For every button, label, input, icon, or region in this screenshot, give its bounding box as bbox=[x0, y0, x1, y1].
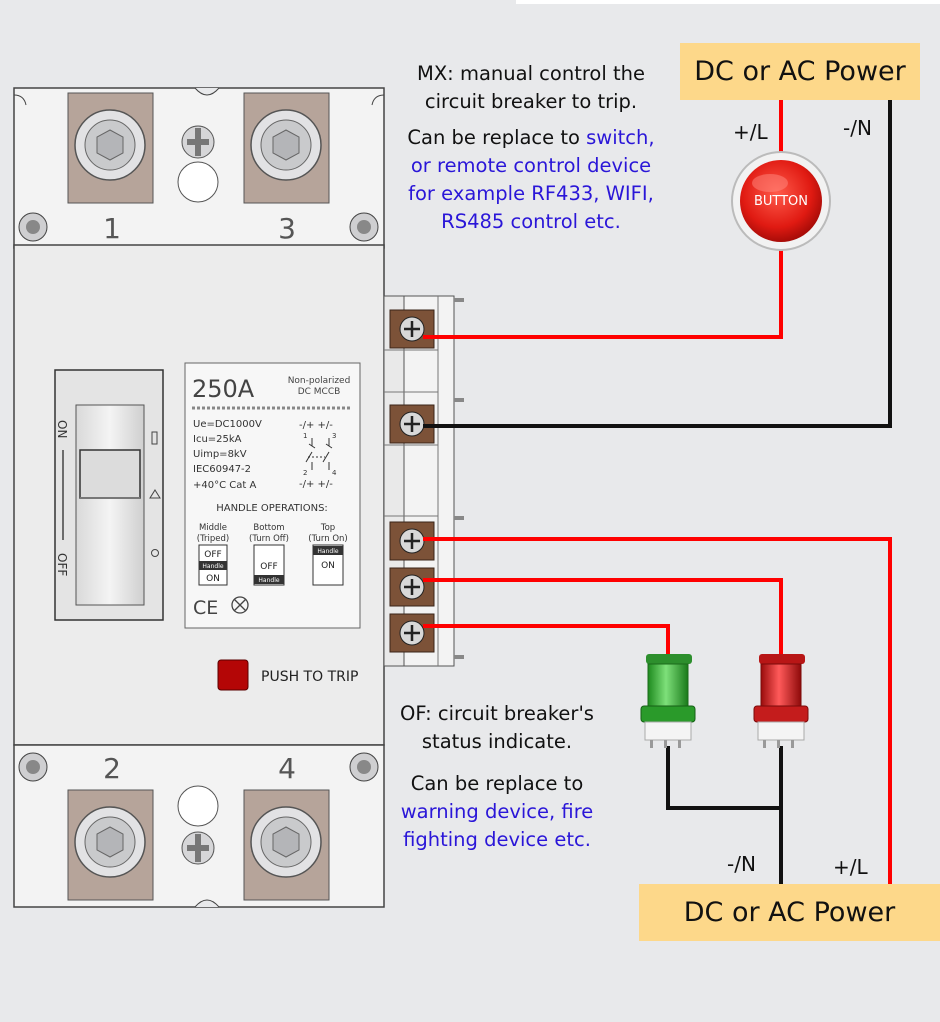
wire-of-green-lamp bbox=[423, 624, 670, 656]
bottom-neg-label: -/N bbox=[727, 852, 756, 876]
of-note-line1: OF: circuit breaker's bbox=[400, 702, 594, 725]
terminal-number-4: 4 bbox=[278, 752, 296, 785]
terminal-top-3 bbox=[243, 92, 330, 204]
button-label: BUTTON bbox=[754, 194, 808, 209]
terminal-top-1 bbox=[67, 92, 154, 204]
pole-number-2: 2 bbox=[303, 469, 307, 477]
mx-note-line4: or remote control device bbox=[410, 154, 652, 177]
of-note-line5: fighting device etc. bbox=[403, 828, 591, 851]
mx-note: MX: manual control the circuit breaker t… bbox=[386, 60, 676, 236]
op-middle-sub: (Triped) bbox=[197, 534, 229, 544]
spec-iec: IEC60947-2 bbox=[193, 464, 251, 475]
aux-terminal-screws bbox=[389, 309, 435, 653]
polarity-top: -/+ +/- bbox=[299, 420, 333, 431]
polarity-bottom: -/+ +/- bbox=[299, 479, 333, 490]
top-corner-screws bbox=[18, 212, 379, 242]
bottom-center-screws bbox=[177, 785, 219, 865]
of-note-line2: status indicate. bbox=[421, 730, 573, 753]
terminal-bottom-2 bbox=[67, 789, 154, 901]
of-note-line4: warning device, fire bbox=[400, 800, 594, 823]
of-note: OF: circuit breaker's status indicate. C… bbox=[372, 700, 622, 854]
op-middle-handle: Handle bbox=[202, 563, 223, 570]
mx-note-line1: MX: manual control the bbox=[417, 62, 645, 85]
op-top-handle: Handle bbox=[317, 548, 338, 555]
breaker-type-line2: DC MCCB bbox=[298, 387, 341, 397]
handle-ops-title: HANDLE OPERATIONS: bbox=[216, 503, 328, 514]
op-bottom: Bottom bbox=[253, 523, 284, 533]
red-warning-lamp bbox=[753, 654, 809, 748]
op-top-on: ON bbox=[321, 561, 335, 571]
pole-number-3: 3 bbox=[332, 432, 336, 440]
handle-on-label: ON bbox=[55, 420, 69, 438]
top-neg-label: -/N bbox=[843, 116, 872, 140]
mx-note-line3a: Can be replace to bbox=[407, 126, 587, 149]
terminal-number-3: 3 bbox=[278, 212, 296, 245]
op-middle-off: OFF bbox=[204, 550, 221, 560]
wires bbox=[423, 100, 892, 884]
green-warning-lamp bbox=[640, 654, 696, 748]
mx-note-line6: RS485 control etc. bbox=[441, 210, 621, 233]
mx-note-line2: circuit breaker to trip. bbox=[424, 90, 638, 113]
push-to-trip-label: PUSH TO TRIP bbox=[261, 669, 358, 685]
of-note-line3: Can be replace to bbox=[410, 772, 584, 795]
pole-number-4: 4 bbox=[332, 469, 337, 477]
terminal-number-1: 1 bbox=[103, 212, 121, 245]
wire-lamps-black bbox=[666, 746, 781, 810]
op-top-sub: (Turn On) bbox=[308, 534, 347, 544]
terminal-number-2: 2 bbox=[103, 752, 121, 785]
bottom-corner-screws bbox=[18, 752, 379, 782]
op-bottom-off: OFF bbox=[260, 562, 277, 572]
push-to-trip-button[interactable] bbox=[217, 659, 249, 691]
pole-number-1: 1 bbox=[303, 432, 307, 440]
rating-value: 250A bbox=[192, 375, 255, 403]
wire-mx-black bbox=[423, 100, 892, 428]
op-top: Top bbox=[320, 523, 335, 533]
power-source-top: DC or AC Power bbox=[680, 43, 920, 100]
breaker-handle[interactable] bbox=[54, 369, 164, 621]
terminal-bottom-4 bbox=[243, 789, 330, 901]
op-bottom-sub: (Turn Off) bbox=[249, 534, 289, 544]
bottom-pos-label: +/L bbox=[833, 855, 868, 879]
top-strip bbox=[516, 0, 940, 4]
power-source-bottom: DC or AC Power bbox=[639, 884, 940, 941]
spec-icu: Icu=25kA bbox=[193, 434, 242, 445]
op-middle: Middle bbox=[199, 523, 227, 533]
wire-of-common-red bbox=[423, 537, 892, 884]
wire-of-red-lamp bbox=[423, 578, 783, 656]
spec-ue: Ue=DC1000V bbox=[193, 419, 262, 430]
spec-uimp: Uimp=8kV bbox=[193, 449, 247, 460]
auxiliary-terminal-block bbox=[383, 295, 464, 667]
rating-label bbox=[184, 362, 361, 629]
mx-note-line3b: switch, bbox=[586, 126, 655, 149]
top-pos-label: +/L bbox=[733, 120, 768, 144]
op-middle-on: ON bbox=[206, 574, 220, 584]
weee-icon bbox=[231, 596, 249, 614]
wire-mx-red bbox=[423, 248, 783, 339]
mx-note-line5: for example RF433, WIFI, bbox=[408, 182, 654, 205]
handle-off-label: OFF bbox=[55, 553, 69, 576]
op-bottom-handle: Handle bbox=[258, 577, 279, 584]
ce-mark: CE bbox=[193, 597, 218, 619]
trip-button-device[interactable] bbox=[731, 151, 831, 251]
top-center-screws bbox=[177, 125, 219, 203]
spec-temp: +40°C Cat A bbox=[193, 480, 256, 491]
breaker-type-line1: Non-polarized bbox=[288, 376, 351, 386]
